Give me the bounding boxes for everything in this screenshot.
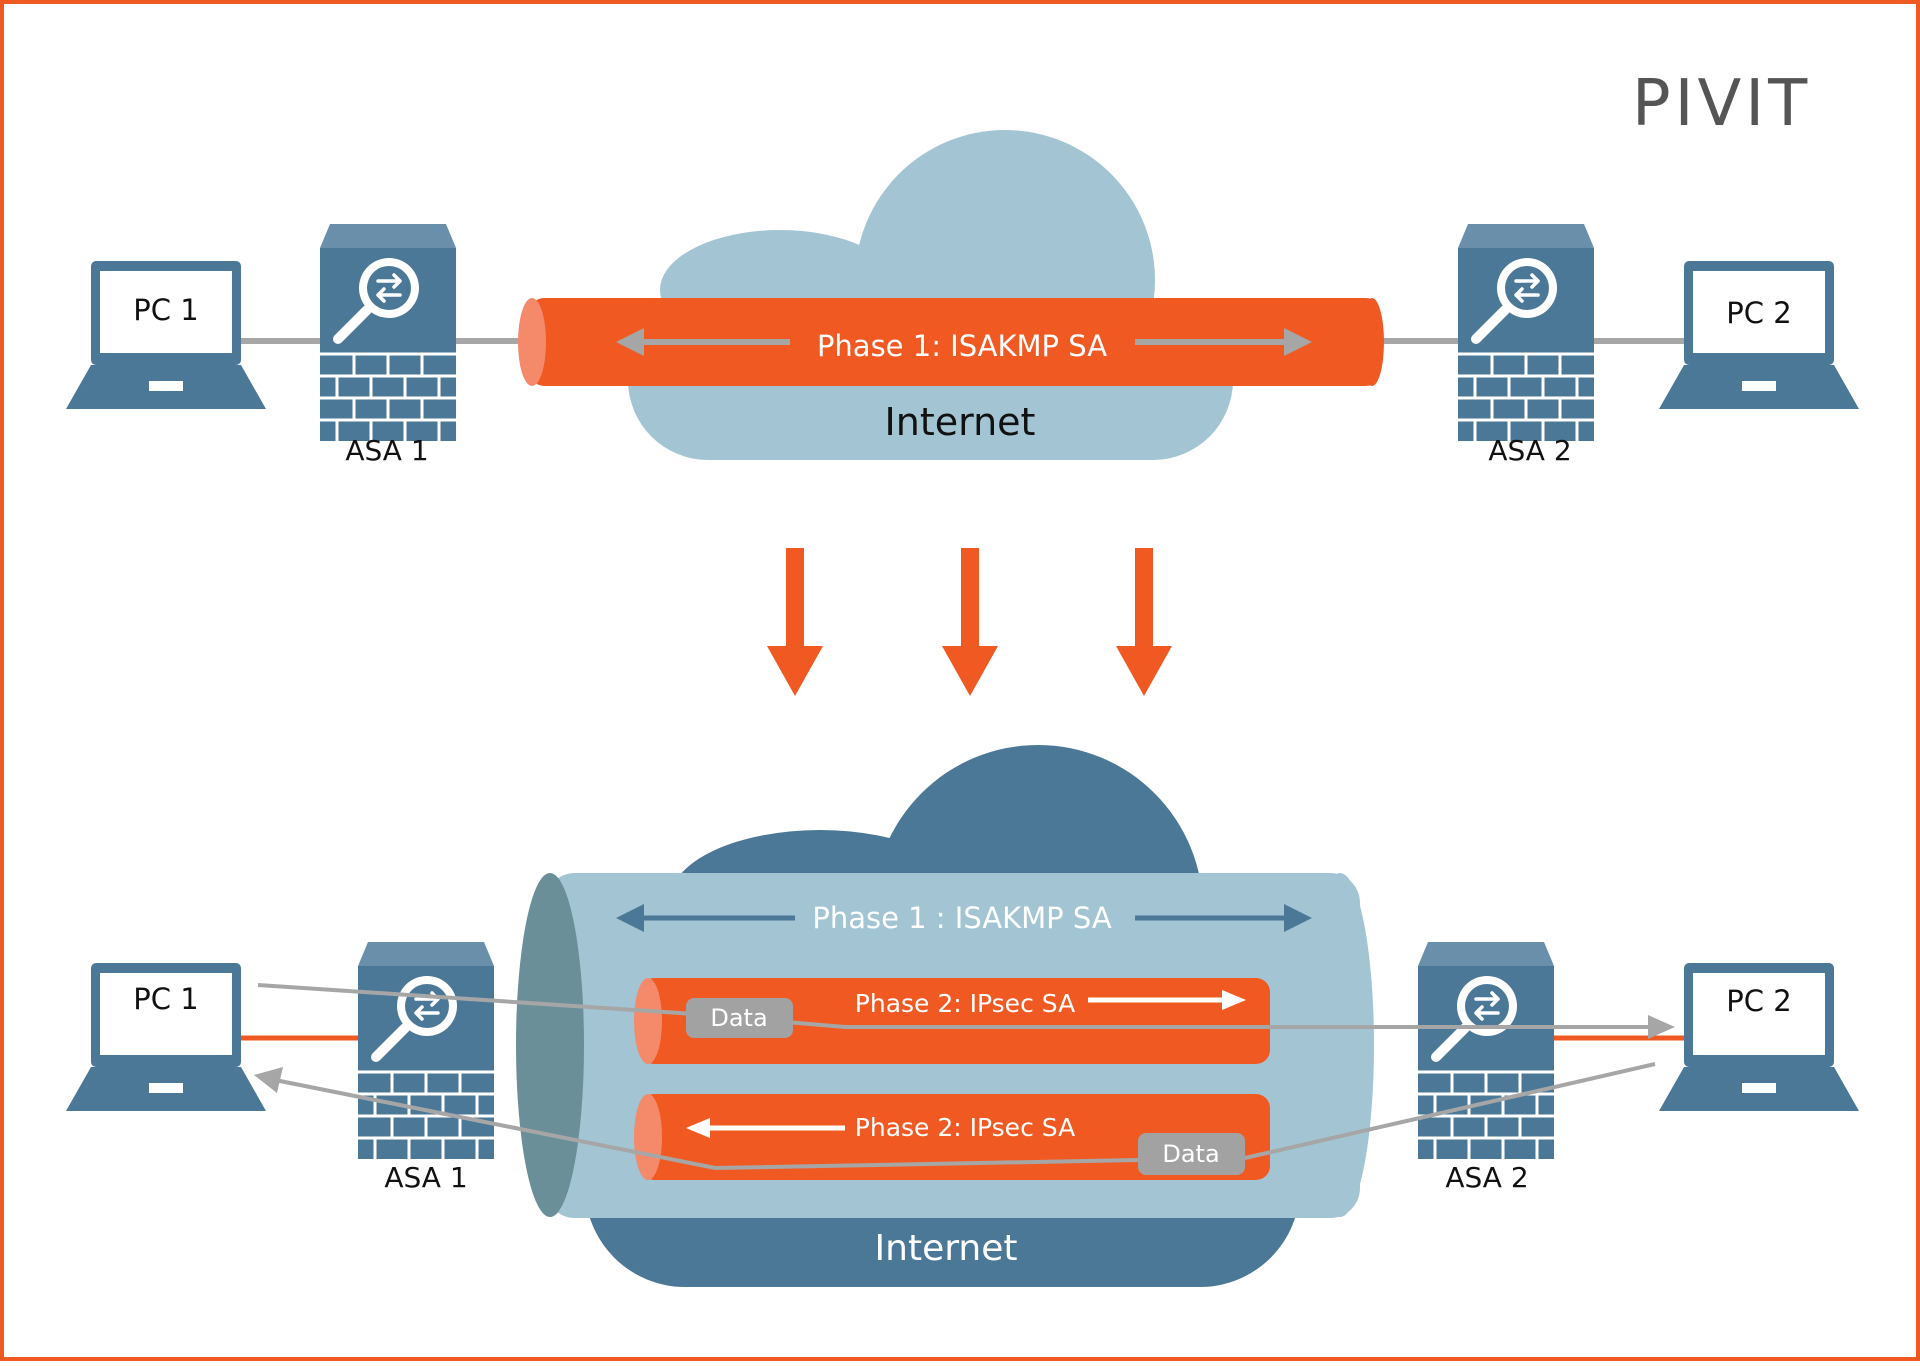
data-packet-upper: Data — [686, 998, 793, 1038]
phase1-label: Phase 1 : ISAKMP SA — [812, 901, 1111, 935]
laptop-icon: PC 2 — [1659, 261, 1859, 409]
transition-arrows — [767, 548, 1172, 696]
bottom-diagram: Phase 1 : ISAKMP SA Phase 2: IPsec SA Ph… — [66, 745, 1859, 1287]
data-flow-arrowhead — [254, 1067, 283, 1093]
asa-label: ASA 1 — [345, 434, 428, 467]
pc-label: PC 1 — [133, 982, 198, 1016]
firewall-icon — [358, 942, 494, 1159]
data-label: Data — [1162, 1140, 1219, 1168]
phase1-label: Phase 1: ISAKMP SA — [817, 329, 1107, 363]
phase1-tunnel: Phase 1: ISAKMP SA — [518, 298, 1384, 386]
asa-label: ASA 1 — [384, 1161, 467, 1194]
internet-label: Internet — [875, 1228, 1018, 1269]
laptop-icon: PC 1 — [66, 963, 266, 1111]
pc-label: PC 2 — [1726, 296, 1791, 330]
pivit-logo: PIVIT — [1632, 67, 1811, 141]
firewall-icon — [320, 224, 456, 441]
internet-label: Internet — [885, 400, 1036, 444]
down-arrow-icon — [1116, 548, 1172, 696]
arrow-left-head — [686, 1118, 710, 1138]
top-diagram: Phase 1: ISAKMP SA Internet PC 1 ASA 1 A… — [66, 130, 1859, 467]
arrow-right-head — [1284, 328, 1312, 356]
arrow-left-head — [616, 328, 644, 356]
laptop-icon: PC 2 — [1659, 963, 1859, 1111]
logo-text: PIVIT — [1632, 67, 1811, 141]
asa-label: ASA 2 — [1488, 434, 1571, 467]
data-flow-arrowhead — [1648, 1015, 1675, 1039]
phase2-tunnel-upper: Phase 2: IPsec SA — [634, 978, 1270, 1064]
arrow-right-head — [1284, 904, 1312, 932]
data-packet-lower: Data — [1138, 1133, 1245, 1175]
firewall-icon — [1418, 942, 1554, 1159]
arrow-left-head — [616, 904, 644, 932]
pc-label: PC 1 — [133, 293, 198, 327]
pc-label: PC 2 — [1726, 984, 1791, 1018]
arrow-right-head — [1222, 990, 1246, 1010]
data-label: Data — [710, 1004, 767, 1032]
asa-label: ASA 2 — [1445, 1161, 1528, 1194]
down-arrow-icon — [767, 548, 823, 696]
phase2-label: Phase 2: IPsec SA — [855, 1113, 1075, 1142]
firewall-icon — [1458, 224, 1594, 441]
data-flow-line — [274, 1062, 1656, 1171]
down-arrow-icon — [942, 548, 998, 696]
laptop-icon: PC 1 — [66, 261, 266, 409]
phase2-label: Phase 2: IPsec SA — [855, 989, 1075, 1018]
